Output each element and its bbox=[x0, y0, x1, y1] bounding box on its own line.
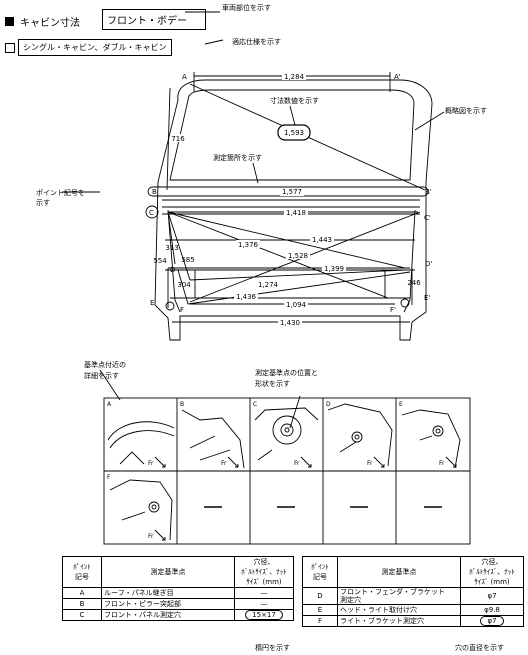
ellipse-marked-size: 15×17 bbox=[245, 610, 283, 620]
table-row: D フロント・フェンダ・ブラケット 測定穴 φ7 bbox=[302, 587, 524, 605]
fr-label: Fr bbox=[367, 460, 373, 467]
point-label: C' bbox=[424, 214, 431, 222]
col-size: 穴径、 ﾎﾞﾙﾄｻｲｽﾞ、ﾅｯﾄ ｻｲｽﾞ (mm) bbox=[460, 556, 524, 588]
table-row: E ヘッド・ライト取付け穴 φ9.8 bbox=[302, 604, 524, 616]
table-row: F ライト・ブラケット測定穴 φ7 bbox=[302, 615, 524, 627]
point-label: E bbox=[150, 299, 154, 307]
ellipse-marked-diameter: φ7 bbox=[480, 616, 504, 626]
detail-grid: A B C D E F Fr Fr Fr Fr Fr Fr bbox=[99, 369, 471, 545]
dimension-label: 1,284 bbox=[284, 73, 305, 81]
dimension-label: 585 bbox=[181, 256, 194, 264]
dimension-label: 1,443 bbox=[312, 236, 332, 244]
col-reference: 測定基準点 bbox=[101, 556, 235, 588]
dimension-label: 1,274 bbox=[258, 281, 279, 289]
reference-table-left: ﾎﾟｲﾝﾄ 記号 測定基準点 穴径、 ﾎﾞﾙﾄｻｲｽﾞ、ﾅｯﾄ ｻｲｽﾞ (mm… bbox=[62, 556, 294, 621]
spec-box: シングル・キャビン、ダブル・キャビン bbox=[18, 39, 172, 56]
dimension-label: 313 bbox=[165, 244, 178, 252]
header-square-icon bbox=[5, 17, 14, 26]
point-label: B bbox=[152, 188, 157, 196]
fr-label: Fr bbox=[148, 460, 154, 467]
detail-panel-label: F bbox=[107, 474, 111, 481]
point-label: A' bbox=[394, 73, 401, 81]
callout-hole-diameter: 穴の直径を示す bbox=[455, 644, 504, 652]
dimension-label: 1,376 bbox=[238, 241, 259, 249]
col-point: ﾎﾟｲﾝﾄ 記号 bbox=[62, 556, 102, 588]
dimension-label: 554 bbox=[153, 257, 167, 265]
point-label: F' bbox=[390, 306, 396, 314]
dimension-label: 1,418 bbox=[286, 209, 306, 217]
dimension-label: 1,430 bbox=[280, 319, 300, 327]
fr-label: Fr bbox=[148, 533, 154, 540]
page-title: キャビン寸法 bbox=[20, 18, 80, 29]
point-label: F bbox=[180, 306, 184, 314]
dimension-label: 716 bbox=[171, 135, 185, 143]
fr-label: Fr bbox=[221, 460, 227, 467]
point-label: E' bbox=[424, 294, 430, 302]
col-size: 穴径、 ﾎﾞﾙﾄｻｲｽﾞ、ﾅｯﾄ ｻｲｽﾞ (mm) bbox=[234, 556, 294, 588]
callout-outline: 概略図を示す bbox=[445, 107, 487, 115]
cabin-diagram: 1,284 1,593 716 1,577 1,418 1,443 1,376 … bbox=[62, 11, 445, 341]
point-label: D bbox=[170, 266, 175, 274]
detail-panel-label: B bbox=[180, 401, 184, 408]
col-point: ﾎﾟｲﾝﾄ 記号 bbox=[302, 556, 338, 588]
callout-point-symbol: ポイント記号を 示す bbox=[36, 189, 85, 207]
dimension-label: 1,094 bbox=[286, 301, 307, 309]
detail-panel-label: A bbox=[107, 401, 112, 408]
vehicle-part-box: フロント・ボデー bbox=[102, 9, 206, 30]
fr-label: Fr bbox=[294, 460, 300, 467]
callout-ellipse: 楕円を示す bbox=[255, 644, 290, 652]
table-row: A ルーフ・パネル継ぎ目 — bbox=[62, 587, 294, 599]
callout-vehicle-part: 車両部位を示す bbox=[222, 4, 271, 12]
point-label: B' bbox=[425, 188, 432, 196]
callout-measurement-location: 測定箇所を示す bbox=[213, 154, 262, 162]
dimension-label: 304 bbox=[177, 281, 191, 289]
detail-panel-label: E bbox=[399, 401, 403, 408]
callout-spec: 適応仕様を示す bbox=[232, 38, 281, 46]
dimension-label: 1,577 bbox=[282, 188, 302, 196]
callout-dimension-value: 寸法数値を示す bbox=[270, 97, 319, 105]
point-label: A bbox=[182, 73, 187, 81]
table-row: B フロント・ピラー突起部 — bbox=[62, 598, 294, 610]
dimension-label: 1,436 bbox=[236, 293, 257, 301]
dimension-label: 1,528 bbox=[288, 252, 308, 260]
fr-label: Fr bbox=[439, 460, 445, 467]
callout-reference-position-shape: 測定基準点の位置と 形状を示す bbox=[255, 369, 318, 388]
dimension-label: 246 bbox=[407, 279, 421, 287]
point-label: D' bbox=[425, 260, 432, 268]
callout-detail-near-reference: 基準点付近の 詳細を示す bbox=[84, 361, 126, 380]
dimension-label: 1,593 bbox=[284, 129, 304, 137]
col-reference: 測定基準点 bbox=[337, 556, 461, 588]
detail-panel-label: D bbox=[326, 401, 331, 408]
point-label: C bbox=[149, 209, 154, 217]
dimension-label: 1,399 bbox=[324, 265, 344, 273]
detail-panel-label: C bbox=[253, 401, 257, 408]
reference-table-right: ﾎﾟｲﾝﾄ 記号 測定基準点 穴径、 ﾎﾞﾙﾄｻｲｽﾞ、ﾅｯﾄ ｻｲｽﾞ (mm… bbox=[302, 556, 524, 627]
table-row: C フロント・パネル測定穴 15×17 bbox=[62, 609, 294, 621]
spec-checkbox-icon bbox=[5, 43, 15, 53]
